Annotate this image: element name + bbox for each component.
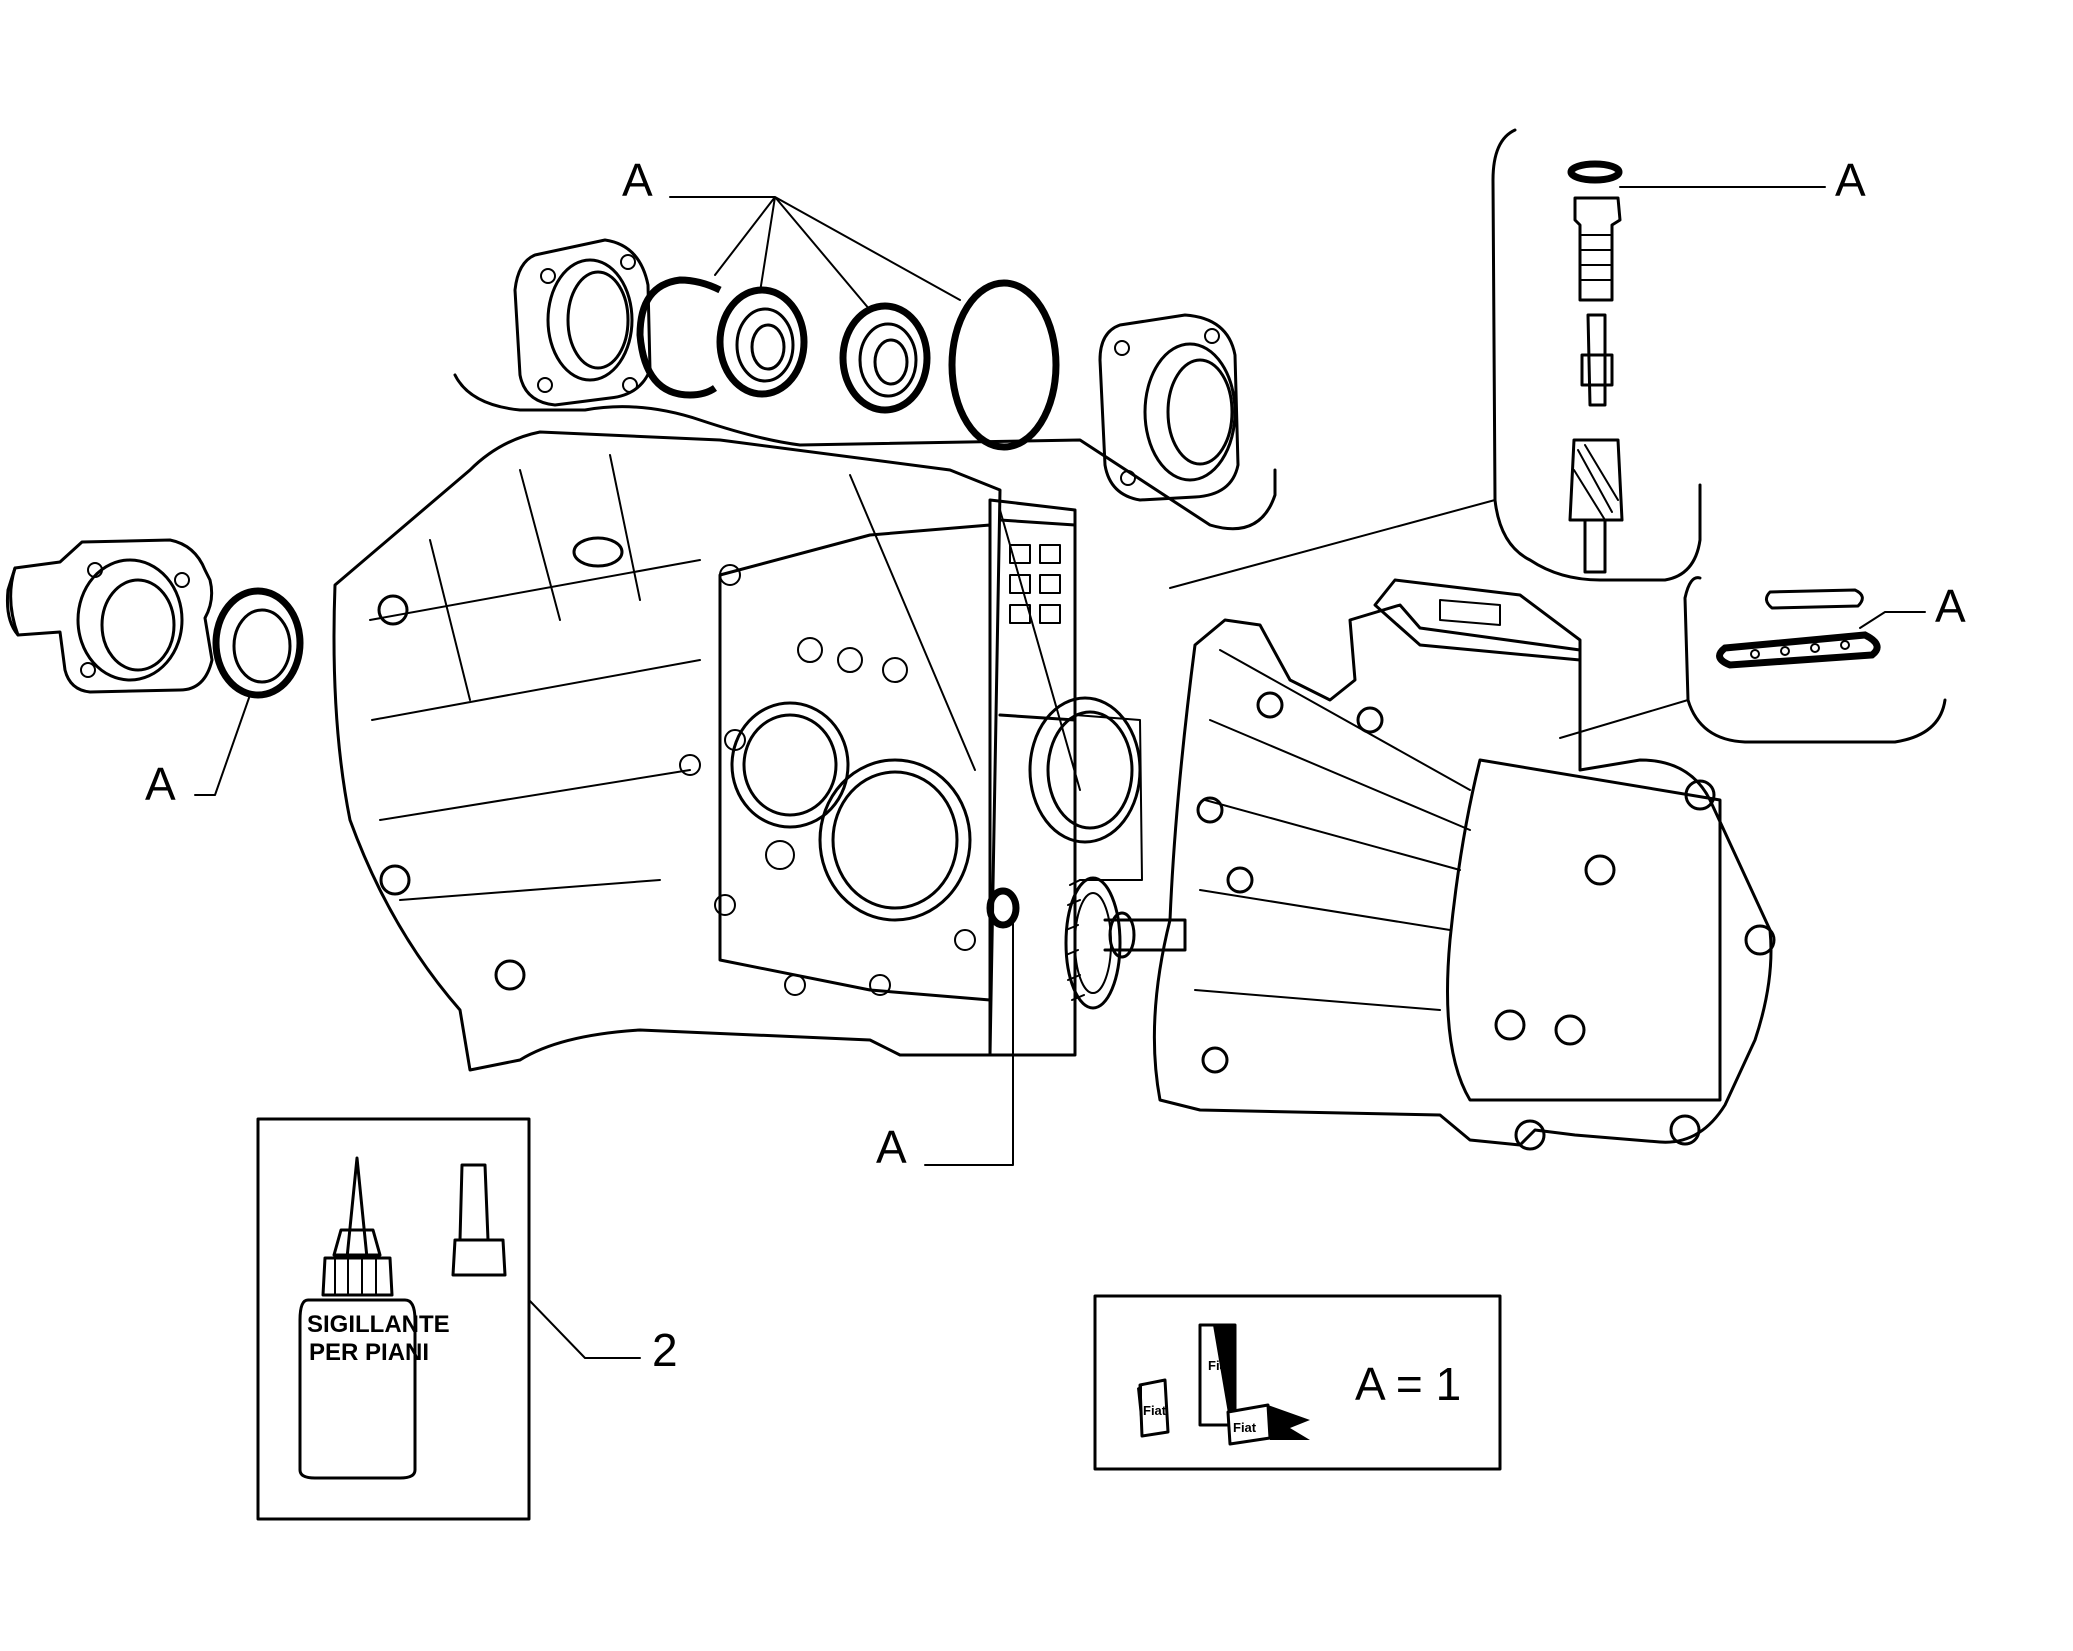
- clutch-housing: [332, 430, 1002, 1072]
- top-seal-group: A: [453, 154, 1277, 531]
- callout-a-left-seal: A: [145, 758, 176, 810]
- fiat-text-3: Fiat: [1233, 1420, 1257, 1435]
- shift-cover-gasket-group: A: [1559, 576, 1966, 744]
- legend-box: Fiat Fiat Fiat A = 1: [1093, 1294, 1502, 1471]
- callout-a-speedo-seal: A: [1835, 154, 1866, 206]
- fiat-parts-icon: Fiat Fiat Fiat: [1137, 1323, 1310, 1446]
- callout-a-center-oring: A: [876, 1121, 907, 1173]
- flange-cover-right: [1098, 313, 1240, 502]
- bearing-seal-2: [839, 302, 931, 414]
- flange-cover-left: [513, 238, 652, 407]
- snap-ring: [636, 276, 722, 399]
- callout-a-top-seals: A: [622, 154, 653, 206]
- sealant-label-line1: SIGILLANTE: [307, 1311, 450, 1338]
- fiat-text-2: Fiat: [1208, 1358, 1232, 1373]
- callout-a-gasket: A: [1935, 580, 1966, 632]
- callout-2-sealant: 2: [652, 1324, 678, 1376]
- left-oil-seal: [212, 587, 304, 699]
- sealant-bottle: SIGILLANTE PER PIANI: [298, 1156, 450, 1480]
- speedo-o-ring: [1567, 160, 1623, 184]
- center-o-ring: [986, 887, 1020, 929]
- sealant-box: SIGILLANTE PER PIANI 2: [256, 1117, 678, 1521]
- speedometer-pinion-group: A: [1169, 128, 1866, 589]
- shaft-gear: [1064, 876, 1187, 1010]
- bearing-seal-1: [716, 286, 808, 398]
- gear-housing: [1152, 578, 1776, 1151]
- legend-equation: A = 1: [1355, 1358, 1461, 1410]
- large-o-ring: [948, 279, 1060, 451]
- fiat-text-1: Fiat: [1143, 1403, 1167, 1418]
- center-case: A: [849, 474, 1187, 1173]
- nozzle-cap: [451, 1163, 507, 1277]
- sealant-label-line2: PER PIANI: [309, 1339, 429, 1366]
- left-cover-group: A: [6, 538, 304, 810]
